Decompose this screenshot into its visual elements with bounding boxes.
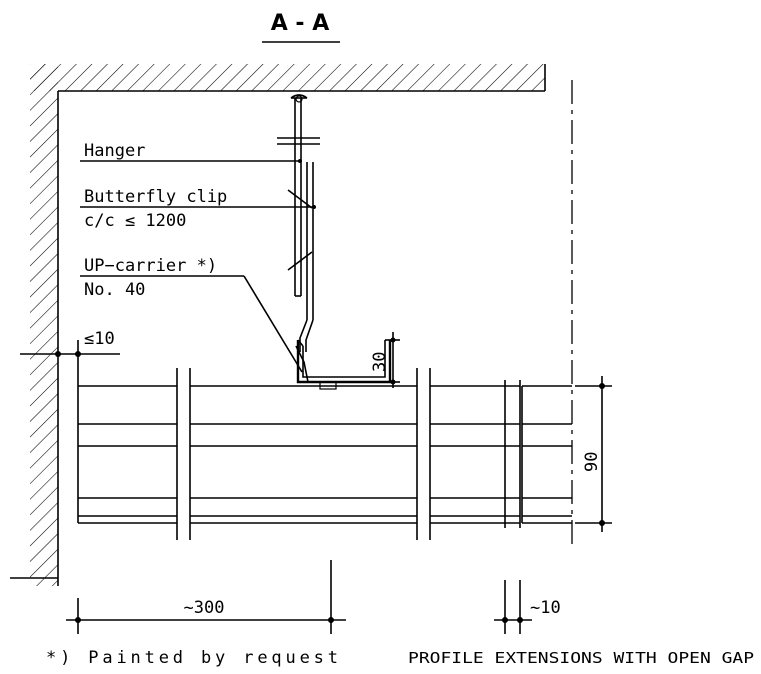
butterfly-clip-label: Butterfly clip [84,187,227,207]
carrier-number-label: No. 40 [84,280,145,300]
open-gap-label: ~10 [530,598,561,618]
section-title: A - A [271,11,330,36]
spacing-label: c/c ≤ 1200 [84,211,186,231]
break-gaps [176,368,521,540]
carrier-height-dimension [385,332,400,388]
panel-width-label: ~300 [184,598,225,618]
caption: PROFILE EXTENSIONS WITH OPEN GAP [408,649,754,667]
wall-gap-label: ≤10 [84,329,115,349]
up-carrier-label: UP−carrier *) [84,256,217,276]
leader-lines [80,159,316,373]
hanger-assembly [277,94,320,352]
ceiling-profiles [77,385,572,524]
panel-width-dimension [66,560,346,634]
wall-gap-dimension [20,340,120,386]
carrier-height-label: 30 [370,352,390,372]
footnote: *) Painted by request [46,648,338,668]
ceiling-slab [30,64,546,92]
open-gap-dimension [494,580,532,634]
profile-height-label: 90 [582,452,602,472]
hanger-label: Hanger [84,141,145,161]
profile-height-dimension [575,376,612,532]
left-wall [10,64,59,586]
